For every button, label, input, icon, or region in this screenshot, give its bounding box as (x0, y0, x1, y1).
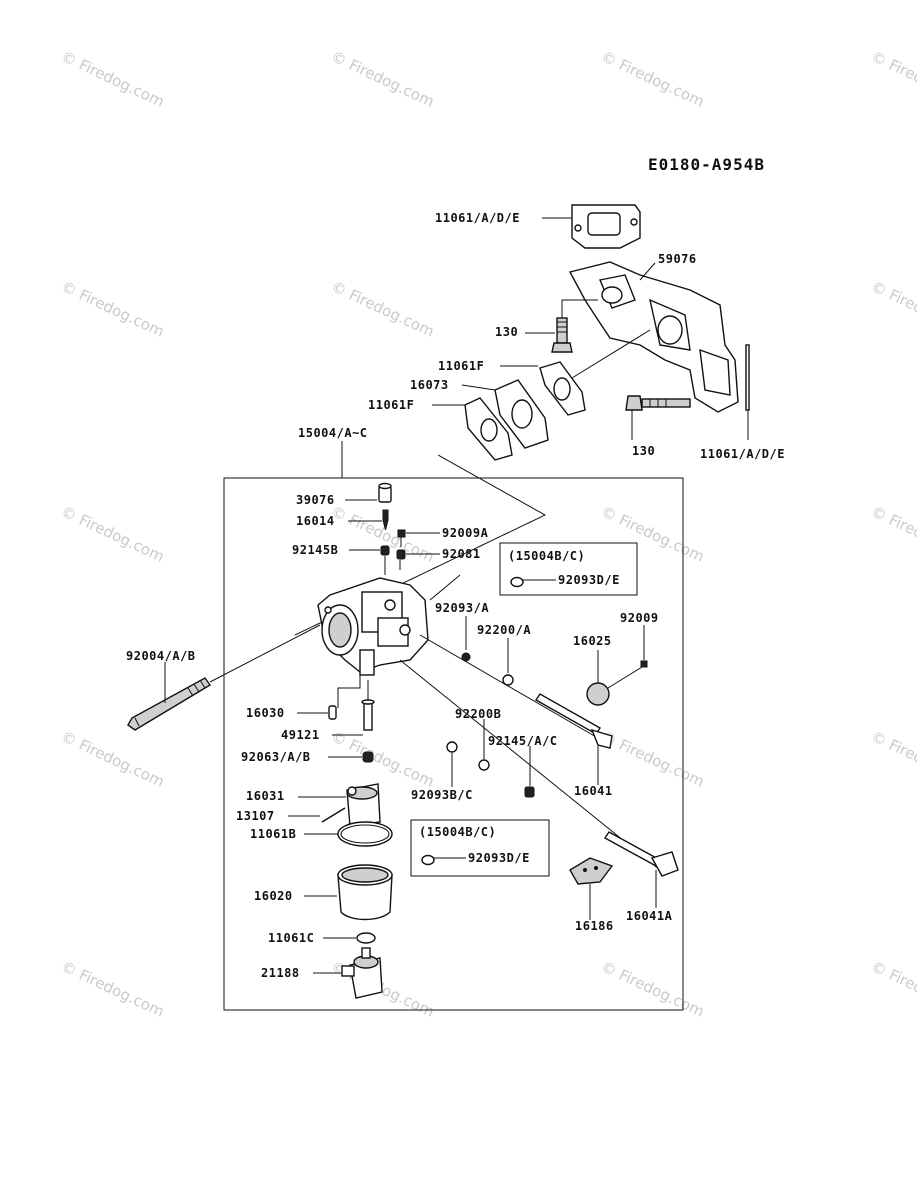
watermark-text: © Firedog.com (598, 727, 707, 790)
washer-92093bc-part[interactable] (446, 741, 458, 753)
label-carb-assy: 15004/A~C (298, 426, 368, 440)
jet-49121-part[interactable] (361, 699, 375, 731)
note-box-lower: (15004B/C) 92093D/E (410, 819, 550, 877)
spring-92081-part[interactable] (396, 549, 406, 560)
screw-92009a-part[interactable] (397, 529, 406, 547)
label-bolt-upper: 130 (495, 325, 518, 339)
label-float-16031: 16031 (246, 789, 285, 803)
note-title: (15004B/C) (419, 825, 496, 839)
gasket-11061c-part[interactable] (356, 932, 376, 944)
seal-92200a-part[interactable] (502, 674, 514, 686)
label-seal-92200a: 92200/A (477, 623, 531, 637)
note-title: (15004B/C) (508, 549, 585, 563)
watermark-text: © Firedog.com (58, 277, 167, 340)
gasket-f-lower-part[interactable] (464, 397, 513, 461)
label-bolt-lower: 130 (632, 444, 655, 458)
label-gasket-f-lower: 11061F (368, 398, 414, 412)
valve-16186-part[interactable] (569, 857, 614, 885)
label-solenoid-21188: 21188 (261, 966, 300, 980)
float-16031-part[interactable] (346, 783, 381, 827)
label-valve-16186: 16186 (575, 919, 614, 933)
carburetor-body-part[interactable] (317, 577, 429, 676)
intake-manifold-part[interactable] (568, 261, 739, 413)
label-gasket-11061c: 11061C (268, 931, 314, 945)
watermark-text: © Firedog.com (58, 957, 167, 1020)
spring-92145b-part[interactable] (380, 545, 390, 556)
label-oring-92063: 92063/A/B (241, 750, 311, 764)
label-spring-92145ac: 92145/A/C (488, 734, 558, 748)
label-seal-92200b: 92200B (455, 707, 501, 721)
float-pin-part[interactable] (328, 705, 337, 720)
watermark-text: © Firedog.com (868, 727, 917, 790)
shaft-16041-part[interactable] (535, 693, 613, 749)
label-washer-92093bc: 92093B/C (411, 788, 473, 802)
shaft-16041a-part[interactable] (603, 831, 679, 877)
label-spring-92145b: 92145B (292, 543, 338, 557)
bolt-upper-part[interactable] (551, 317, 573, 353)
washer-92093a-part[interactable] (461, 652, 471, 662)
watermark-text: © Firedog.com (868, 957, 917, 1020)
label-jet-49121: 49121 (281, 728, 320, 742)
gasket-f-upper-part[interactable] (539, 361, 586, 416)
label-bowl-16020: 16020 (254, 889, 293, 903)
label-float-pin: 16030 (246, 706, 285, 720)
label-manifold: 59076 (658, 252, 697, 266)
label-gasket-side: 11061/A/D/E (700, 447, 785, 461)
washer-icon (421, 854, 435, 866)
label-valve-16025: 16025 (573, 634, 612, 648)
washer-icon (510, 576, 524, 588)
gasket-top-part[interactable] (571, 204, 641, 249)
gasket-11061b-part[interactable] (337, 821, 393, 847)
label-shaft-16041a: 16041A (626, 909, 673, 923)
watermark-text: © Firedog.com (598, 47, 707, 110)
label-washer-92093a: 92093/A (435, 601, 489, 615)
seal-92200b-part[interactable] (478, 759, 490, 771)
label-gasket-f-upper: 11061F (438, 359, 484, 373)
label-screw-92009a: 92009A (442, 526, 489, 540)
spring-92145ac-part[interactable] (524, 786, 535, 798)
label-screw-92009: 92009 (620, 611, 659, 625)
label-gasket-top: 11061/A/D/E (435, 211, 520, 225)
note-part: 92093D/E (558, 573, 620, 587)
watermark-text: © Firedog.com (328, 727, 437, 790)
diagram-id: E0180-A954B (648, 155, 765, 174)
watermark-text: © Firedog.com (328, 47, 437, 110)
label-needle: 16014 (296, 514, 335, 528)
label-cap: 39076 (296, 493, 335, 507)
spacer-part[interactable] (494, 379, 549, 449)
carb-assy-boundary (223, 477, 684, 1011)
bowl-16020-part[interactable] (337, 864, 393, 921)
label-gasket-11061b: 11061B (250, 827, 296, 841)
solenoid-21188-part[interactable] (341, 947, 383, 999)
label-pin-13107: 13107 (236, 809, 275, 823)
needle-part[interactable] (382, 509, 389, 531)
watermark-text: © Firedog.com (598, 957, 707, 1020)
gasket-side-part[interactable] (745, 344, 750, 411)
watermark-text: © Firedog.com (58, 47, 167, 110)
watermark-text: © Firedog.com (598, 502, 707, 565)
oring-92063-part[interactable] (362, 751, 374, 763)
valve-16025-part[interactable] (586, 682, 610, 706)
watermark-text: © Firedog.com (868, 502, 917, 565)
bolt-lower-part[interactable] (625, 395, 691, 411)
label-spring-92081: 92081 (442, 547, 481, 561)
watermark-text: © Firedog.com (868, 47, 917, 110)
note-box-upper: (15004B/C) 92093D/E (499, 542, 638, 596)
label-pilot-screw: 92004/A/B (126, 649, 196, 663)
pin-13107-part[interactable] (321, 807, 346, 823)
watermark-text: © Firedog.com (868, 277, 917, 340)
pilot-screw-part[interactable] (127, 677, 212, 731)
watermark-text: © Firedog.com (58, 727, 167, 790)
cap-part[interactable] (378, 482, 392, 503)
label-spacer: 16073 (410, 378, 449, 392)
label-shaft-16041: 16041 (574, 784, 613, 798)
note-part: 92093D/E (468, 851, 530, 865)
screw-92009-part[interactable] (640, 660, 648, 668)
watermark-text: © Firedog.com (58, 502, 167, 565)
watermark-text: © Firedog.com (328, 277, 437, 340)
